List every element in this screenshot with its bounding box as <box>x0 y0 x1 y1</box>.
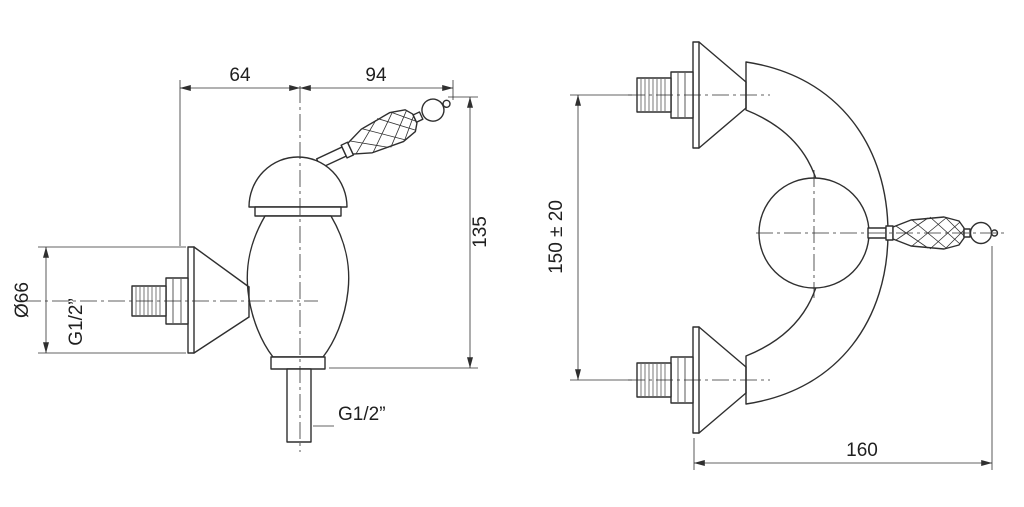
inlet-thread-label: G1/2” <box>66 298 87 346</box>
side-view: 150 ± 20 160 <box>546 41 1006 470</box>
mixer-body-outline <box>246 215 350 358</box>
handle-neck <box>412 111 424 123</box>
dim-diameter-label: Ø66 <box>12 282 33 318</box>
dim-135-label: 135 <box>470 216 491 248</box>
dim-160-label: 160 <box>846 440 878 461</box>
front-dimensions: 64 94 Ø66 G1/2” 135 G1/2” <box>12 65 491 427</box>
front-view: 64 94 Ø66 G1/2” 135 G1/2” <box>12 65 491 452</box>
dim-spacing-label: 150 ± 20 <box>546 200 567 274</box>
handle-ball <box>421 98 445 122</box>
crystal-facets <box>350 110 417 154</box>
dome-ring <box>254 206 342 217</box>
dim-94-label: 94 <box>365 65 387 86</box>
outlet-thread-label: G1/2” <box>338 404 386 425</box>
outlet-flange <box>270 356 326 370</box>
wall-escutcheon-front <box>187 246 250 354</box>
handle-ball-tip <box>442 99 451 108</box>
dome-cap <box>248 156 348 208</box>
side-dimensions: 150 ± 20 160 <box>546 94 993 470</box>
outlet-pipe <box>286 368 312 443</box>
dim-64-label: 64 <box>229 65 251 86</box>
lever-handle-front <box>315 98 451 169</box>
crystal-handle <box>347 109 418 155</box>
